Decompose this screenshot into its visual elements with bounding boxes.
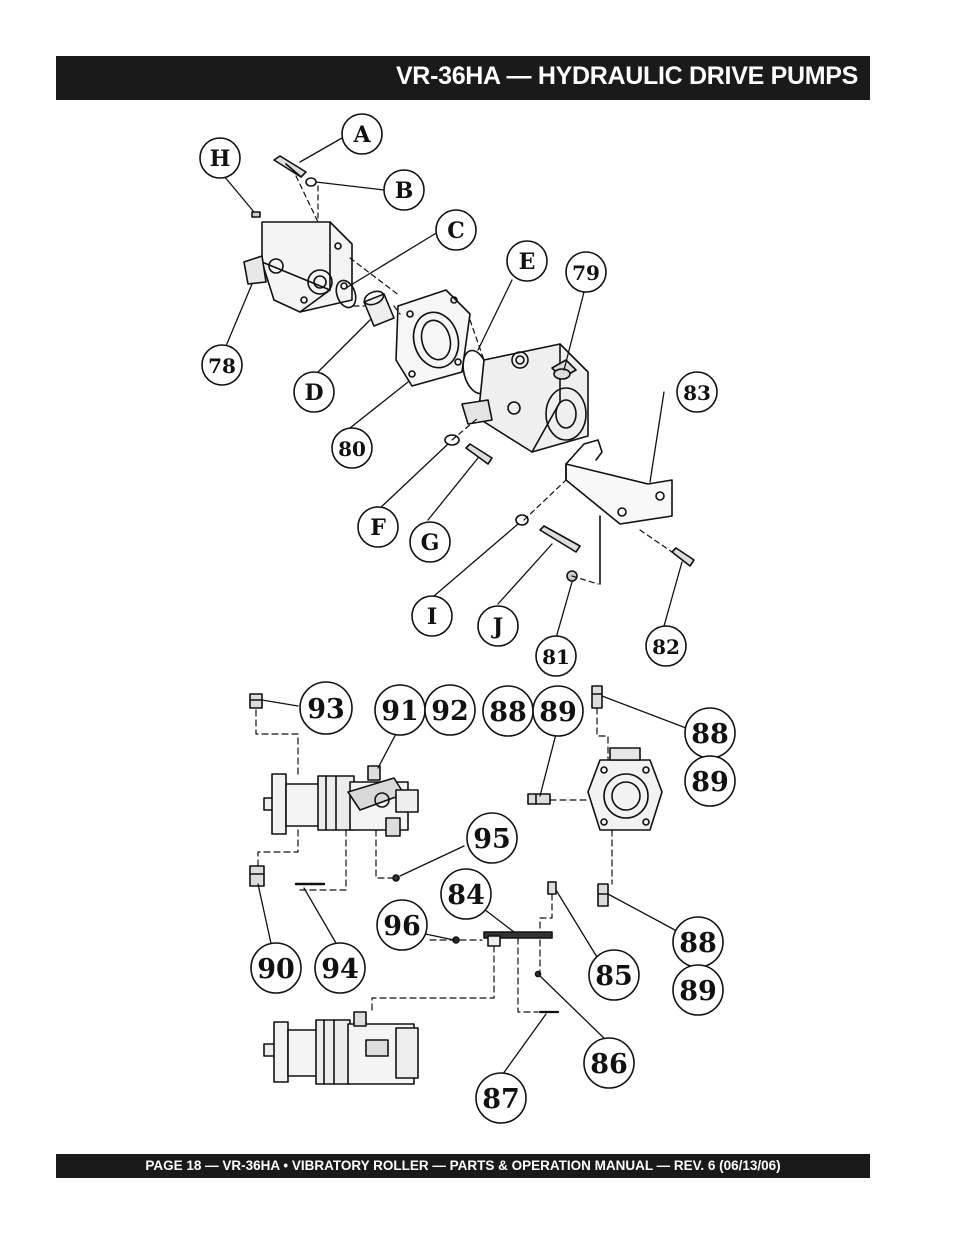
callout-92: 92: [431, 696, 469, 727]
washer-i-part: [515, 514, 529, 526]
main-pump-body: [461, 343, 589, 453]
pump-front-view: [587, 747, 663, 831]
callout-89-top: 89: [539, 697, 577, 728]
fitting-93-part: [249, 693, 263, 709]
callout-81: 81: [542, 645, 570, 669]
callout-85: 85: [595, 961, 633, 992]
washer-part: [305, 177, 317, 187]
callout-95: 95: [473, 824, 511, 855]
callout-i: I: [427, 604, 437, 630]
fitting-88-89-bottom: [597, 883, 609, 907]
bolt-g-part: [465, 443, 493, 465]
callout-90: 90: [257, 954, 295, 985]
page-footer: PAGE 18 — VR-36HA • VIBRATORY ROLLER — P…: [145, 1158, 781, 1173]
callout-88-right: 88: [691, 719, 729, 750]
callout-e: E: [519, 249, 536, 275]
bolt-j-part: [539, 525, 581, 553]
front-pump-body: [243, 221, 353, 313]
callout-a: A: [352, 122, 371, 148]
washer-f-part: [444, 434, 460, 446]
fitting-88-89-top: [591, 685, 603, 709]
fitting-88-89-side: [527, 793, 551, 805]
callout-d: D: [304, 380, 323, 406]
callout-84: 84: [447, 880, 485, 911]
callout-h: H: [210, 146, 231, 172]
tandem-pump-assembly-top: [263, 765, 419, 837]
mounting-bracket-part: [565, 439, 673, 585]
callout-91: 91: [381, 696, 419, 727]
bolt-part: [273, 155, 307, 178]
title-bar: VR-36HA — HYDRAULIC DRIVE PUMPS: [56, 56, 870, 100]
footer-bar: PAGE 18 — VR-36HA • VIBRATORY ROLLER — P…: [56, 1154, 870, 1178]
page-title: VR-36HA — HYDRAULIC DRIVE PUMPS: [395, 62, 858, 90]
callout-g: G: [421, 530, 440, 556]
tandem-pump-assembly-bottom: [263, 1011, 419, 1085]
plug-95-part: [392, 874, 400, 882]
callout-f: F: [370, 515, 386, 541]
callout-79: 79: [572, 261, 600, 285]
callout-87: 87: [482, 1084, 520, 1115]
adapter-plate-part: [395, 289, 471, 387]
callout-94: 94: [321, 954, 359, 985]
callout-82: 82: [652, 635, 680, 659]
callout-c: C: [447, 218, 465, 244]
callout-88-bottom: 88: [679, 928, 717, 959]
callout-83: 83: [683, 381, 711, 405]
fitting-85-part: [547, 881, 557, 895]
coupler-part: [363, 290, 395, 327]
callout-78: 78: [208, 354, 236, 378]
fitting-90-part: [249, 865, 265, 887]
cap-part: [553, 368, 571, 380]
callout-89-right: 89: [691, 767, 729, 798]
callout-86: 86: [590, 1049, 628, 1080]
callout-b: B: [395, 178, 414, 204]
bolt-82-part: [671, 547, 695, 567]
callout-89-bottom: 89: [679, 976, 717, 1007]
callout-80: 80: [338, 437, 366, 461]
callout-93: 93: [307, 694, 345, 725]
o-ring-part: [335, 279, 357, 309]
callout-88-top: 88: [489, 697, 527, 728]
callout-j: J: [491, 614, 503, 640]
callout-96: 96: [383, 911, 421, 942]
pin-part: [251, 211, 261, 218]
